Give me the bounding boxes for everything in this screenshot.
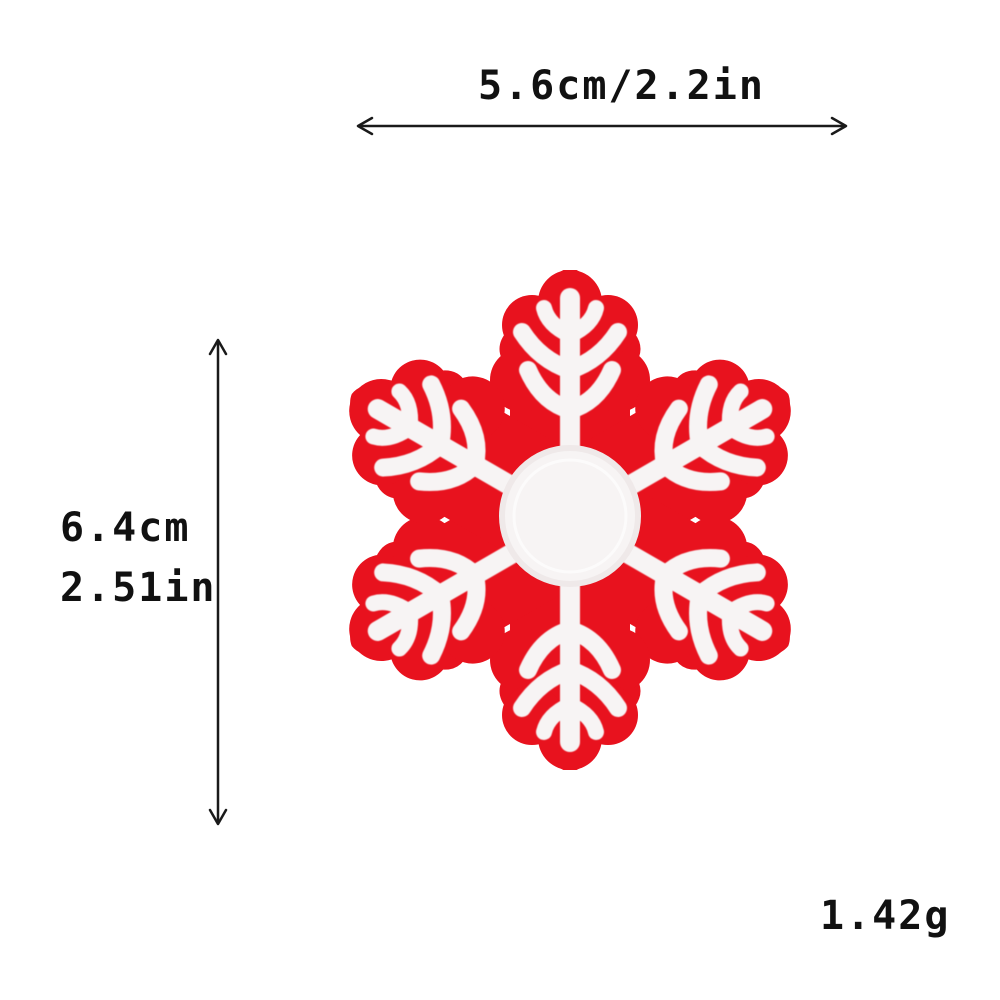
height-dimension-arrow	[208, 338, 228, 826]
snowflake-patch-icon	[340, 270, 800, 770]
width-dimension-arrow	[356, 116, 848, 136]
height-dimension-cm-label: 6.4cm	[60, 505, 191, 551]
weight-label: 1.42g	[820, 893, 951, 939]
height-dimension-in-label: 2.51in	[60, 565, 217, 611]
width-dimension-label: 5.6cm/2.2in	[478, 63, 765, 109]
